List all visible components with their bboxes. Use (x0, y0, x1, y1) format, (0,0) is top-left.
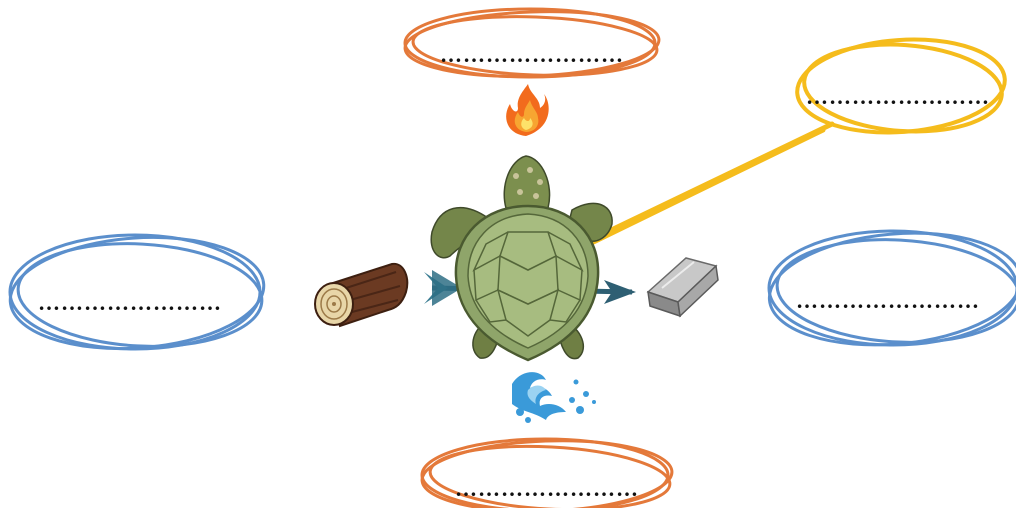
sea-turtle-icon (431, 156, 612, 360)
wood-log-icon (315, 264, 407, 326)
top-right-blank[interactable]: …………………… (806, 86, 990, 108)
left-blank[interactable]: …………………… (38, 292, 222, 314)
water-splash-icon (512, 372, 596, 423)
right-blank[interactable]: …………………… (796, 290, 980, 312)
fire-icon (506, 84, 549, 136)
top-blank[interactable]: …………………… (440, 44, 624, 66)
metal-ingot-icon (648, 258, 718, 316)
bottom-blank[interactable]: …………………… (455, 478, 639, 500)
